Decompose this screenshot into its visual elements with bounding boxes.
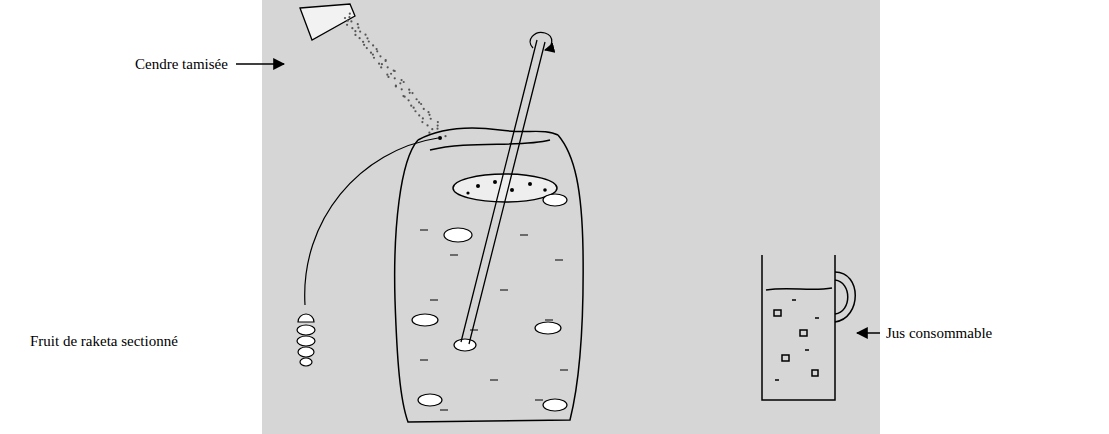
ash-stream — [344, 13, 447, 138]
ash-scoop — [300, 4, 355, 40]
label: Cendre tamisée — [135, 55, 228, 73]
leader-dot — [438, 136, 442, 140]
leader-line — [305, 138, 438, 305]
jar — [395, 128, 583, 422]
cup — [762, 255, 855, 400]
label: Fruit de raketa sectionné — [30, 332, 178, 350]
grey-panel — [262, 0, 880, 434]
leader-arrow — [857, 332, 880, 334]
label: Jus consommable — [886, 324, 992, 342]
leader-arrow — [236, 63, 284, 65]
stirring-stick — [461, 32, 552, 344]
juice-dashes — [420, 230, 568, 410]
cut-fruit — [297, 314, 315, 366]
